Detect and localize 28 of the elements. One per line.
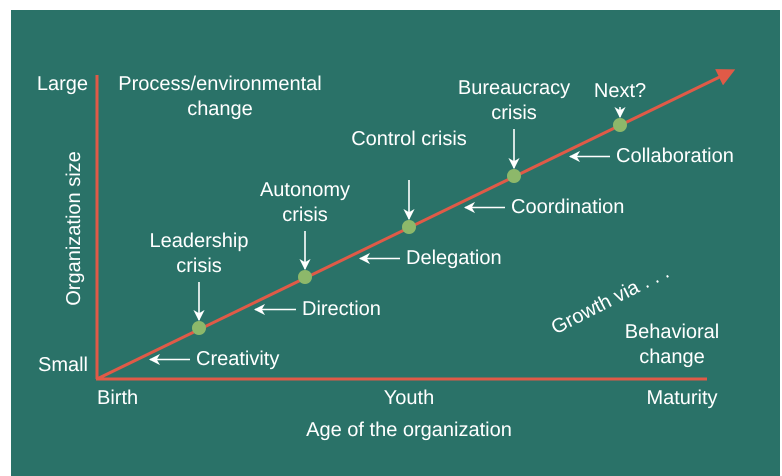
leader-arrow <box>403 180 415 220</box>
pointer-arrow <box>568 150 610 162</box>
pointer-arrow <box>358 252 400 264</box>
axis-label: Maturity <box>645 386 719 411</box>
annotation-text: Behavioral change <box>624 320 720 370</box>
leader-arrow <box>508 129 520 170</box>
stage-label: Leadership crisis <box>139 229 259 279</box>
axis-title: Age of the organization <box>305 418 513 443</box>
axis-title: Organization size <box>61 150 86 306</box>
stage-label: Direction <box>302 297 381 322</box>
leader-arrow <box>614 106 626 118</box>
stage-label: Autonomy crisis <box>245 178 365 228</box>
axis-label: Large <box>36 72 88 97</box>
leader-arrow <box>193 282 205 322</box>
stage-label: Control crisis <box>349 127 469 152</box>
pointer-arrow <box>254 304 296 316</box>
stage-label: Coordination <box>511 195 624 220</box>
pointer-arrow <box>148 354 190 366</box>
axis-label: Small <box>38 353 88 378</box>
stage-label: Delegation <box>406 246 502 271</box>
axis-label: Youth <box>382 386 436 411</box>
leader-arrow <box>299 231 311 270</box>
stage-label: Creativity <box>196 347 280 372</box>
pointer-arrow <box>464 202 505 214</box>
axis-label: Birth <box>97 386 138 411</box>
stage-label: Collaboration <box>616 144 734 169</box>
annotation-text: Process/environmental change <box>117 72 323 122</box>
stage-label: Bureaucracy crisis <box>454 76 574 126</box>
